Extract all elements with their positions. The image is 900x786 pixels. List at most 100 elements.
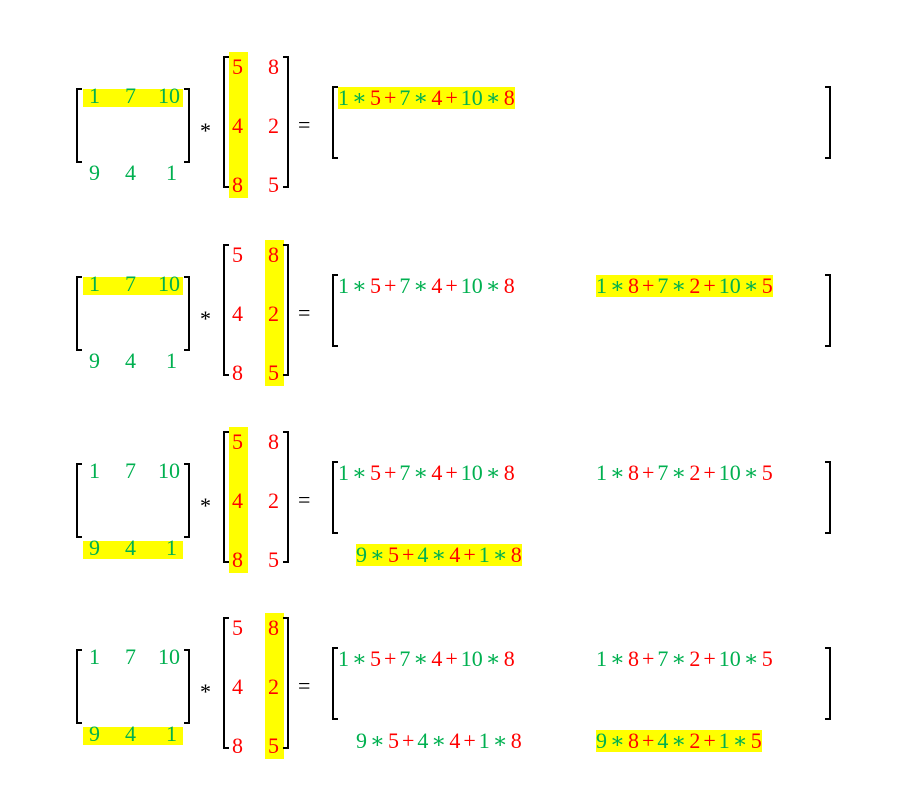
matrix-b-r3c2: 5 bbox=[268, 547, 279, 572]
matrix-b-r2c2: 2 bbox=[268, 488, 279, 513]
result-right-bracket bbox=[825, 461, 831, 534]
matrix-a-r1c3: 10 bbox=[158, 644, 180, 669]
expr-token: ∗ bbox=[485, 85, 501, 110]
matrix-a-left-bracket bbox=[76, 463, 82, 538]
matrix-a-r2c1: 9 bbox=[89, 721, 100, 746]
expr-token: + bbox=[463, 728, 476, 753]
expr-token: 8 bbox=[627, 646, 639, 671]
matrix-b-r3c1: 8 bbox=[232, 360, 243, 385]
expr-token: + bbox=[445, 460, 458, 485]
expr-token: + bbox=[383, 460, 397, 485]
matrix-b-r3c2: 5 bbox=[268, 360, 279, 385]
expr-token: 7 bbox=[657, 646, 669, 671]
matrix-a-r2c2: 4 bbox=[125, 535, 136, 560]
expr-token: 4 bbox=[431, 646, 443, 671]
expr-token: + bbox=[641, 273, 655, 298]
expr-token: 1 bbox=[338, 85, 349, 110]
expr-token: ∗ bbox=[732, 728, 748, 753]
matrix-b-r1c2: 8 bbox=[268, 54, 279, 79]
expr-token: 1 bbox=[718, 728, 730, 753]
result-r12: 1∗8+7∗2+10∗5 bbox=[596, 648, 773, 670]
matrix-b-r1c1: 5 bbox=[232, 615, 243, 640]
result-r21: 9∗5+4∗4+1∗8 bbox=[356, 730, 522, 752]
expr-token: 2 bbox=[689, 273, 701, 298]
matrix-a-right-bracket bbox=[184, 276, 190, 351]
result-left-bracket bbox=[332, 647, 338, 720]
result-right-bracket bbox=[825, 86, 831, 159]
equals-sign: = bbox=[298, 487, 311, 512]
matrix-a-r1c3: 10 bbox=[158, 271, 180, 296]
expr-token: 9 bbox=[356, 728, 367, 753]
bracket-layer bbox=[76, 244, 831, 376]
matrix-b-r2c2: 2 bbox=[268, 113, 279, 138]
matrix-b-col-highlight bbox=[265, 240, 284, 386]
expr-token: + bbox=[703, 646, 716, 671]
expr-token: ∗ bbox=[671, 728, 687, 753]
expr-token: 7 bbox=[399, 646, 411, 671]
matrix-a-r1c3: 10 bbox=[158, 458, 180, 483]
expr-token: ∗ bbox=[743, 646, 759, 671]
result-left-bracket bbox=[332, 86, 338, 159]
expr-token: ∗ bbox=[352, 460, 367, 485]
multiply-sign: * bbox=[200, 118, 211, 143]
expr-token: 4 bbox=[431, 273, 443, 298]
matrix-b-r1c1: 5 bbox=[232, 242, 243, 267]
expr-token: + bbox=[703, 728, 716, 753]
expr-token: ∗ bbox=[671, 646, 687, 671]
expr-token: ∗ bbox=[431, 542, 447, 567]
expr-token: 8 bbox=[503, 273, 515, 298]
expr-token: 8 bbox=[510, 728, 522, 753]
expr-token: ∗ bbox=[431, 728, 447, 753]
expr-token: ∗ bbox=[492, 728, 508, 753]
expr-token: + bbox=[703, 460, 716, 485]
multiply-sign: * bbox=[200, 679, 211, 704]
equals-sign: = bbox=[298, 112, 311, 137]
matrix-b-right-bracket bbox=[283, 617, 289, 749]
bracket-layer bbox=[76, 56, 831, 188]
matrix-b-r1c2: 8 bbox=[268, 242, 279, 267]
result-right-bracket bbox=[825, 274, 831, 347]
expr-token: 2 bbox=[689, 646, 701, 671]
expr-token: 8 bbox=[627, 728, 639, 753]
matrix-b-r2c1: 4 bbox=[232, 301, 243, 326]
expr-token: + bbox=[641, 646, 655, 671]
expr-token: + bbox=[445, 646, 458, 671]
matrix-a-r1c2: 7 bbox=[125, 458, 136, 483]
multiply-sign: * bbox=[200, 306, 211, 331]
result-r12: 1∗8+7∗2+10∗5 bbox=[596, 462, 773, 484]
expr-token: 8 bbox=[627, 460, 639, 485]
expr-token: 1 bbox=[338, 273, 349, 298]
expr-token: + bbox=[383, 646, 397, 671]
expr-token: 2 bbox=[689, 728, 701, 753]
matrix-a-r1c1: 1 bbox=[89, 644, 100, 669]
matrix-b-r3c2: 5 bbox=[268, 733, 279, 758]
expr-token: 5 bbox=[761, 273, 773, 298]
matrix-a-r2c3: 1 bbox=[166, 535, 177, 560]
expr-token: ∗ bbox=[485, 460, 501, 485]
result-r11: 1∗5+7∗4+10∗8 bbox=[338, 462, 515, 484]
expr-token: 5 bbox=[750, 728, 762, 753]
expr-token: ∗ bbox=[610, 728, 625, 753]
expr-token: ∗ bbox=[413, 85, 429, 110]
expr-token: 4 bbox=[449, 728, 461, 753]
matrix-a-right-bracket bbox=[184, 463, 190, 538]
matrix-a-r1c3: 10 bbox=[158, 83, 180, 108]
matrix-a-left-bracket bbox=[76, 88, 82, 163]
expr-token: 8 bbox=[503, 85, 515, 110]
matrix-a-r1c2: 7 bbox=[125, 83, 136, 108]
bracket-layer bbox=[76, 431, 831, 563]
expr-token: 10 bbox=[460, 646, 483, 671]
expr-token: 8 bbox=[627, 273, 639, 298]
expr-token: 5 bbox=[369, 646, 381, 671]
expr-token: ∗ bbox=[352, 85, 367, 110]
matrix-a-row-highlight bbox=[83, 89, 183, 107]
result-r12: 1∗8+7∗2+10∗5 bbox=[596, 275, 773, 297]
matrix-a-r1c1: 1 bbox=[89, 458, 100, 483]
expr-token: ∗ bbox=[610, 646, 625, 671]
expr-token: 4 bbox=[449, 542, 461, 567]
matrix-a-left-bracket bbox=[76, 276, 82, 351]
expr-token: + bbox=[401, 542, 415, 567]
expr-token: 1 bbox=[596, 646, 607, 671]
matrix-b-r1c2: 8 bbox=[268, 429, 279, 454]
